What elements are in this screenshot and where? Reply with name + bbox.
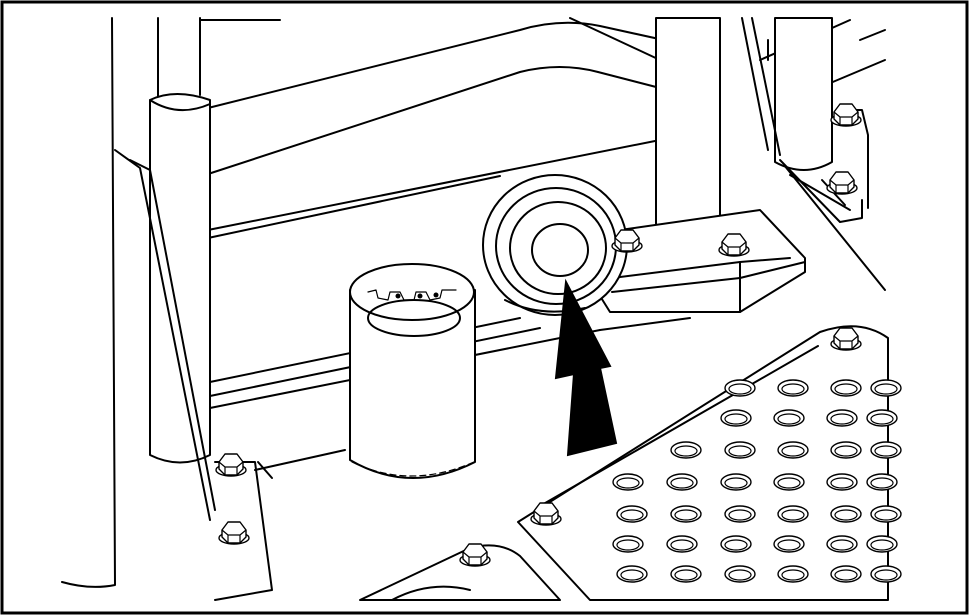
plate-hole (830, 565, 862, 583)
plate-hole (724, 379, 756, 397)
plate-hole-inner (870, 539, 894, 551)
plate-hole-inner (834, 383, 858, 395)
plate-hole-inner (728, 445, 752, 457)
plate-hole (870, 441, 902, 459)
plate-hole-inner (834, 445, 858, 457)
plate-hole-inner (781, 569, 805, 581)
hex-bolt (830, 327, 862, 351)
hex-bolts (215, 103, 862, 567)
plate-hole-inner (674, 509, 698, 521)
plate-hole (777, 379, 809, 397)
pointer-arrow (554, 278, 618, 457)
plate-hole-inner (781, 383, 805, 395)
plate-hole-inner (830, 413, 854, 425)
plate-hole (612, 473, 644, 491)
plate-hole (720, 473, 752, 491)
post-base-bracket (599, 109, 869, 313)
plate-hole-inner (674, 569, 698, 581)
plate-hole (724, 565, 756, 583)
plate-hole (866, 473, 898, 491)
plate-hole-inner (616, 477, 640, 489)
plate-hole-inner (620, 569, 644, 581)
plate-hole (616, 565, 648, 583)
plate-hole (777, 505, 809, 523)
plate-hole-inner (777, 413, 801, 425)
plate-hole (830, 505, 862, 523)
plate-hole-inner (834, 509, 858, 521)
hex-bolt (530, 502, 562, 526)
plate-hole (773, 535, 805, 553)
plate-hole (777, 565, 809, 583)
plate-hole-inner (728, 509, 752, 521)
plate-hole (670, 505, 702, 523)
plate-hole-inner (781, 509, 805, 521)
round-seal-part (482, 174, 628, 316)
plate-hole (724, 505, 756, 523)
plate-hole-inner (616, 539, 640, 551)
plate-hole (720, 409, 752, 427)
plate-hole-inner (777, 477, 801, 489)
plate-hole (670, 441, 702, 459)
cylindrical-socket-tool (349, 263, 476, 479)
plate-hole (773, 473, 805, 491)
plate-hole-inner (874, 569, 898, 581)
plate-hole-inner (670, 539, 694, 551)
plate-hole (830, 379, 862, 397)
plate-holes (612, 379, 902, 583)
plate-hole-inner (724, 477, 748, 489)
plate-hole (666, 473, 698, 491)
plate-hole (866, 409, 898, 427)
plate-hole-inner (870, 413, 894, 425)
plate-hole (870, 379, 902, 397)
plate-hole (870, 565, 902, 583)
plate-hole (616, 505, 648, 523)
plate-hole (666, 535, 698, 553)
plate-hole-inner (874, 509, 898, 521)
hex-bolt (830, 103, 862, 127)
plate-hole-inner (874, 383, 898, 395)
hex-bolt (611, 229, 643, 253)
hex-bolt (218, 521, 250, 545)
plate-hole (773, 409, 805, 427)
plate-hole-inner (674, 445, 698, 457)
plate-hole (720, 535, 752, 553)
plate-hole-inner (728, 569, 752, 581)
vertical-post-left (61, 17, 273, 601)
plate-hole (724, 441, 756, 459)
plate-hole-inner (830, 477, 854, 489)
plate-hole-inner (870, 477, 894, 489)
plate-hole (866, 535, 898, 553)
plate-hole (670, 565, 702, 583)
hex-bolt (459, 543, 491, 567)
plate-hole (777, 441, 809, 459)
plate-hole (826, 473, 858, 491)
plate-hole-inner (834, 569, 858, 581)
plate-hole-inner (874, 445, 898, 457)
plate-hole-inner (724, 539, 748, 551)
plate-hole-inner (728, 383, 752, 395)
perforated-plate (517, 325, 902, 601)
plate-hole (612, 535, 644, 553)
plate-hole-inner (781, 445, 805, 457)
plate-hole-inner (830, 539, 854, 551)
hex-bolt (215, 453, 247, 477)
plate-hole-inner (724, 413, 748, 425)
plate-hole-inner (620, 509, 644, 521)
plate-hole-inner (670, 477, 694, 489)
plate-hole (826, 535, 858, 553)
hex-bolt (718, 233, 750, 257)
plate-hole-inner (777, 539, 801, 551)
hex-bolt (826, 171, 858, 195)
plate-hole (826, 409, 858, 427)
plate-hole (830, 441, 862, 459)
plate-hole (870, 505, 902, 523)
vertical-posts-right (655, 17, 833, 236)
